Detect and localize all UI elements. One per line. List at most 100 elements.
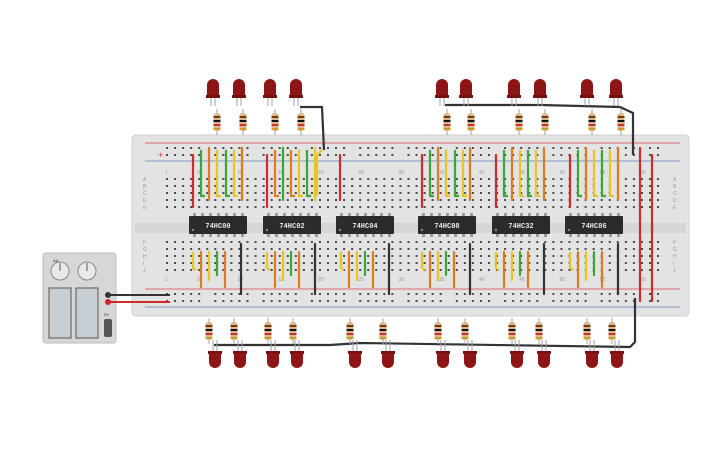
led-icon[interactable] [263, 79, 277, 106]
hole [286, 269, 289, 271]
hole [238, 241, 241, 243]
led-icon[interactable] [435, 79, 449, 106]
hole [270, 199, 273, 201]
hole [431, 262, 434, 264]
hole [383, 178, 386, 180]
led-icon[interactable] [233, 340, 247, 368]
led-icon[interactable] [381, 340, 395, 368]
ic-chip[interactable]: 74HC32 [492, 213, 550, 237]
led-icon[interactable] [580, 79, 594, 106]
hole [431, 147, 434, 149]
ic-chip[interactable]: 74HC02 [263, 213, 321, 237]
led-icon[interactable] [232, 79, 246, 106]
led-icon[interactable] [266, 340, 280, 368]
led-icon[interactable] [507, 79, 521, 106]
hole [182, 199, 185, 201]
hole [375, 154, 378, 156]
led-icon[interactable] [289, 79, 303, 106]
chip-pin [364, 233, 367, 237]
hole [327, 293, 329, 295]
hole [367, 262, 370, 264]
hole [407, 300, 410, 302]
led-icon[interactable] [533, 79, 547, 106]
hole [431, 154, 434, 156]
hole [222, 255, 225, 257]
ic-chip[interactable]: 74HC08 [418, 213, 476, 237]
resistor-band [515, 120, 523, 122]
hole [166, 248, 168, 250]
led-icon[interactable] [436, 340, 450, 368]
chip-pin [470, 213, 473, 217]
led-icon[interactable] [510, 340, 524, 368]
hole [198, 192, 201, 194]
hole [206, 185, 209, 187]
hole [512, 269, 515, 271]
led-icon[interactable] [537, 340, 551, 368]
led-icon[interactable] [206, 79, 220, 106]
led-icon[interactable] [463, 340, 477, 368]
led-icon[interactable] [459, 79, 473, 106]
led-icon[interactable] [348, 340, 362, 368]
hole [399, 269, 402, 271]
battery-side-label: 3V [104, 312, 109, 317]
resistor-band [467, 124, 475, 126]
resistor-band [297, 116, 305, 118]
ic-chip[interactable]: 74HC86 [565, 213, 623, 237]
hole [375, 293, 378, 295]
hole [222, 199, 225, 201]
chip-pin [299, 213, 302, 217]
led-dome [611, 353, 623, 368]
ic-chip[interactable]: 74HC00 [189, 213, 247, 237]
led-rim [381, 351, 395, 354]
led-icon[interactable] [609, 79, 623, 106]
hole [624, 199, 627, 201]
hole [447, 199, 450, 201]
hole [504, 199, 507, 201]
chip-pin [462, 213, 465, 217]
hole [278, 178, 281, 180]
resistor-band [230, 329, 238, 331]
chip-pin [520, 233, 523, 237]
battery-switch-icon[interactable] [104, 319, 112, 337]
hole [182, 192, 185, 194]
hole [649, 178, 651, 180]
hole [528, 199, 531, 201]
column-number: 15 [278, 277, 284, 283]
hole [463, 248, 466, 250]
hole [608, 241, 611, 243]
hole [649, 241, 651, 243]
hole [600, 241, 603, 243]
hole [407, 293, 410, 295]
hole [318, 178, 321, 180]
hole [439, 199, 442, 201]
hole [528, 300, 531, 302]
hole [528, 293, 531, 295]
hole [182, 293, 185, 295]
hole [632, 269, 635, 271]
chip-pin [520, 213, 523, 217]
hole [222, 185, 225, 187]
hole [479, 199, 482, 201]
led-icon[interactable] [290, 340, 304, 368]
column-number: 20 [318, 170, 324, 176]
battery-pack[interactable]: AA 3V [42, 252, 117, 344]
resistor-band [379, 337, 387, 339]
hole [496, 241, 499, 243]
resistor-band [434, 329, 442, 331]
led-icon[interactable] [610, 340, 624, 368]
ic-chip[interactable]: 74HC04 [336, 213, 394, 237]
hole [423, 199, 426, 201]
hole [455, 300, 458, 302]
hole [544, 269, 547, 271]
hole [657, 185, 660, 187]
row-letter: C [673, 191, 677, 197]
hole [568, 269, 571, 271]
hole [343, 206, 346, 208]
hole [343, 199, 346, 201]
hole [560, 293, 563, 295]
led-icon[interactable] [208, 340, 222, 368]
hole [568, 248, 571, 250]
led-icon[interactable] [585, 340, 599, 368]
hole [536, 206, 539, 208]
